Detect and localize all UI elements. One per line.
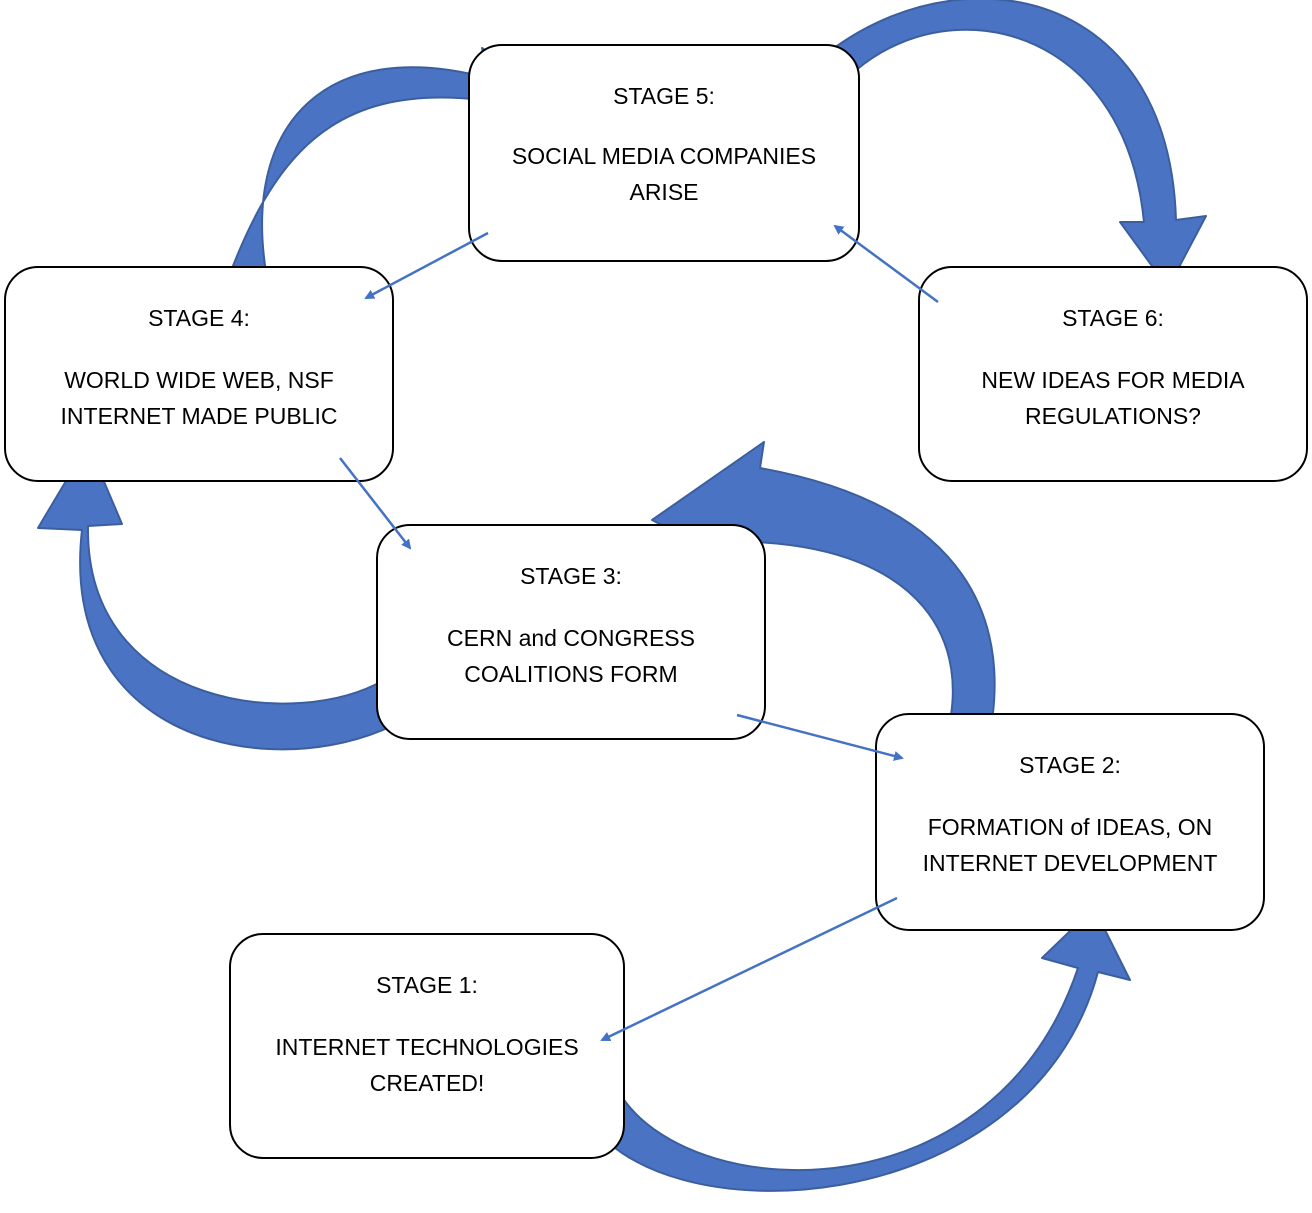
stage-description: SOCIAL MEDIA COMPANIES ARISE: [511, 143, 817, 205]
stage-4-box: STAGE 4: WORLD WIDE WEB, NSF INTERNET MA…: [4, 266, 394, 482]
stage-5-box: STAGE 5: SOCIAL MEDIA COMPANIES ARISE: [468, 44, 860, 262]
stage-description: WORLD WIDE WEB, NSF INTERNET MADE PUBLIC: [60, 367, 338, 429]
stage-description: NEW IDEAS FOR MEDIA REGULATIONS?: [981, 367, 1245, 429]
stage-1-box: STAGE 1: INTERNET TECHNOLOGIES CREATED!: [229, 933, 625, 1159]
curved-arrow-icon: [779, 0, 1207, 289]
curved-arrow-icon: [651, 441, 996, 753]
stage-6-box: STAGE 6: NEW IDEAS FOR MEDIA REGULATIONS…: [918, 266, 1308, 482]
stage-title: STAGE 3:: [520, 563, 622, 589]
stage-title: STAGE 4:: [148, 305, 250, 331]
stage-title: STAGE 6:: [1062, 305, 1164, 331]
stage-2-box: STAGE 2: FORMATION of IDEAS, ON INTERNET…: [875, 713, 1265, 931]
curved-arrow-icon: [225, 47, 559, 285]
stage-title: STAGE 5:: [613, 83, 715, 109]
curved-arrow-icon: [583, 907, 1131, 1192]
stage-3-box: STAGE 3: CERN and CONGRESS COALITIONS FO…: [376, 524, 766, 740]
stage-description: CERN and CONGRESS COALITIONS FORM: [447, 625, 695, 687]
stage-title: STAGE 1:: [376, 972, 478, 998]
stage-title: STAGE 2:: [1019, 752, 1121, 778]
curved-arrow-icon: [37, 443, 433, 751]
stage-description: FORMATION of IDEAS, ON INTERNET DEVELOPM…: [922, 814, 1218, 876]
stage-description: INTERNET TECHNOLOGIES CREATED!: [275, 1034, 579, 1096]
